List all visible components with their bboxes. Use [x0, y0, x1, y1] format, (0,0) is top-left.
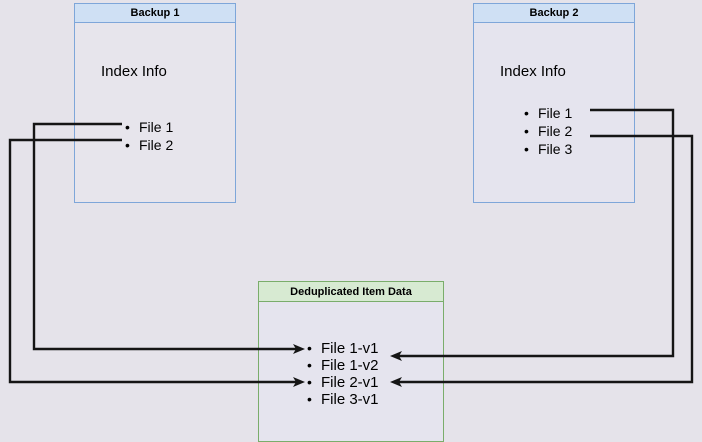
backup-2-file-list: File 1 File 2 File 3: [524, 105, 572, 159]
node-backup-1[interactable]: Backup 1 Index Info File 1 File 2: [74, 3, 236, 203]
node-backup-2[interactable]: Backup 2 Index Info File 1 File 2 File 3: [473, 3, 635, 203]
list-item[interactable]: File 2-v1: [307, 374, 379, 391]
backup-2-index-info-label: Index Info: [500, 63, 566, 80]
backup-1-file-list: File 1 File 2: [125, 119, 173, 155]
list-item[interactable]: File 3-v1: [307, 391, 379, 408]
dedup-title: Deduplicated Item Data: [258, 281, 444, 302]
list-item[interactable]: File 1: [125, 119, 173, 135]
backup-1-body: Index Info File 1 File 2: [74, 23, 236, 203]
list-item[interactable]: File 1: [524, 105, 572, 121]
backup-1-index-info-label: Index Info: [101, 63, 167, 80]
dedup-item-list: File 1-v1 File 1-v2 File 2-v1 File 3-v1: [307, 340, 379, 408]
backup-2-title: Backup 2: [473, 3, 635, 23]
node-deduplicated-item-data[interactable]: Deduplicated Item Data File 1-v1 File 1-…: [258, 281, 444, 442]
backup-2-body: Index Info File 1 File 2 File 3: [473, 23, 635, 203]
list-item[interactable]: File 1-v2: [307, 357, 379, 374]
dedup-body: File 1-v1 File 1-v2 File 2-v1 File 3-v1: [258, 302, 444, 442]
list-item[interactable]: File 2: [125, 137, 173, 153]
list-item[interactable]: File 1-v1: [307, 340, 379, 357]
list-item[interactable]: File 2: [524, 123, 572, 139]
backup-1-title: Backup 1: [74, 3, 236, 23]
list-item[interactable]: File 3: [524, 141, 572, 157]
